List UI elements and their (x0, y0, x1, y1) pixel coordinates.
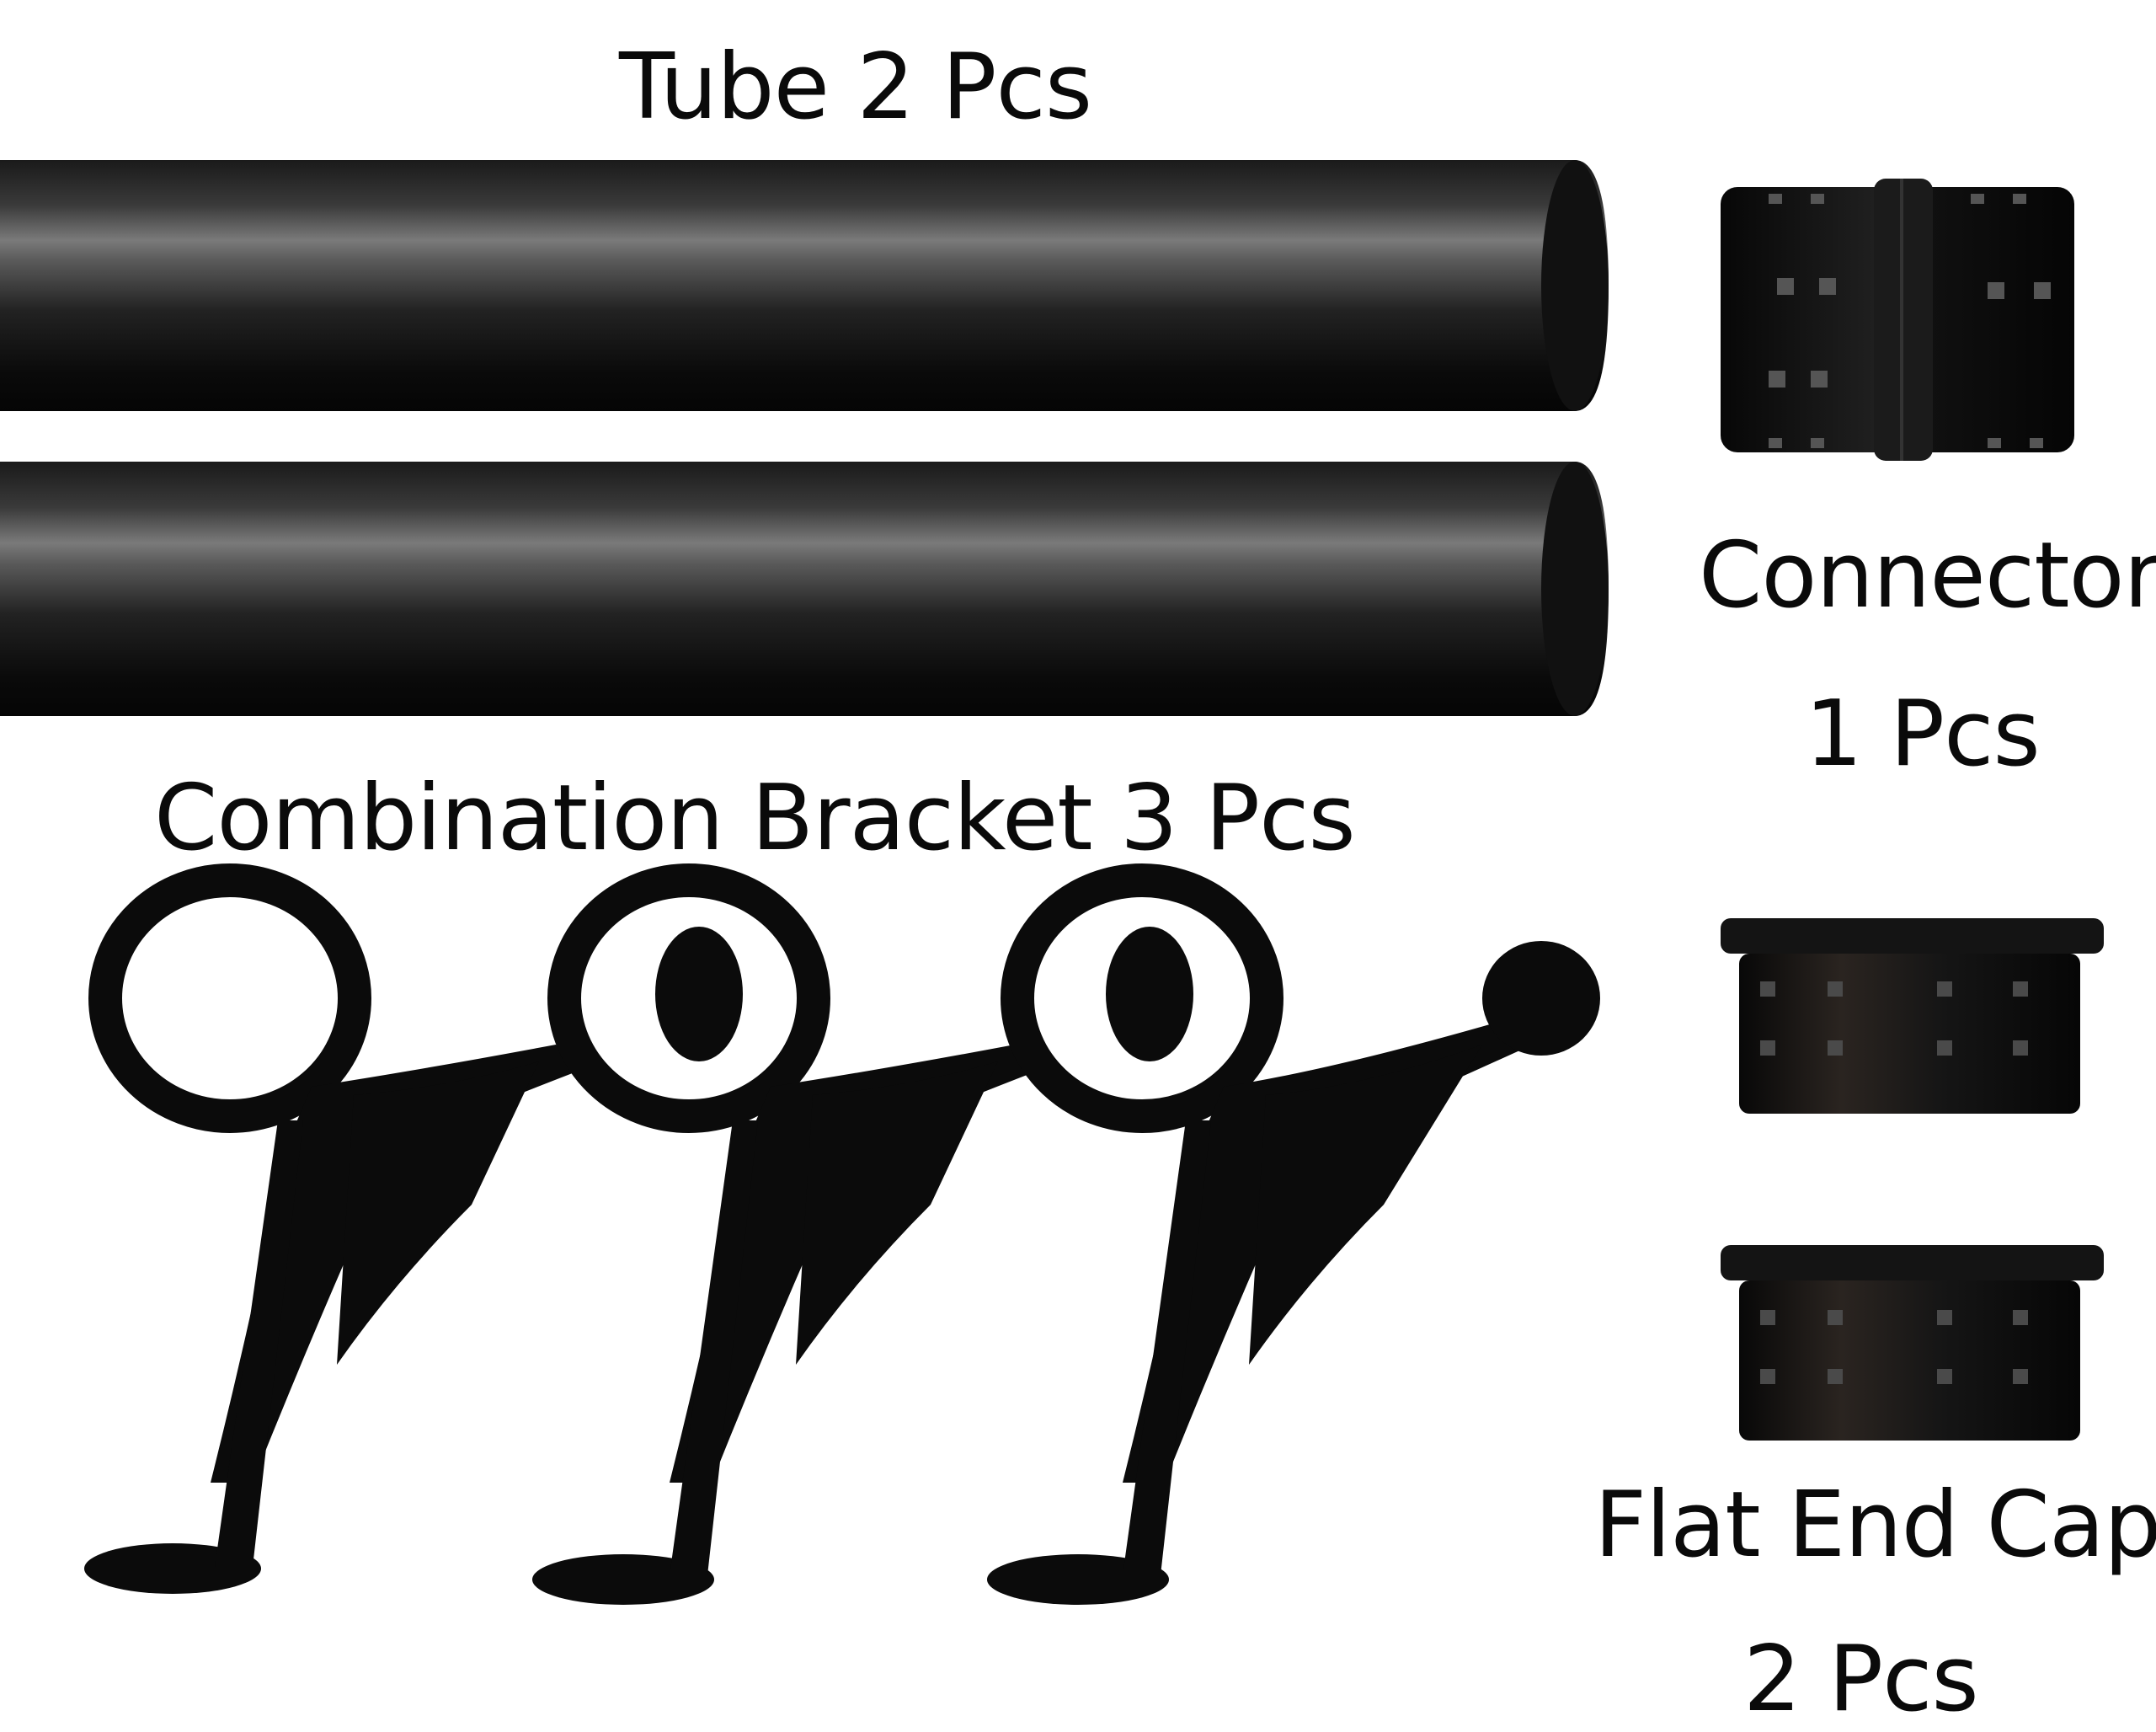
tube-label: Tube 2 Pcs (619, 35, 1092, 140)
bracket-1 (84, 863, 581, 1594)
end-caps-quantity-label: 2 Pcs (1743, 1627, 1979, 1732)
connector-label: Connector (1699, 523, 2156, 628)
connector-quantity-label: 1 Pcs (1805, 682, 2041, 787)
bracket-3 (987, 863, 1600, 1605)
bracket-label: Combination Bracket 3 Pcs (154, 766, 1356, 871)
bracket-2 (532, 863, 1040, 1605)
end-caps-label: Flat End Caps (1594, 1473, 2156, 1578)
end-cap-top (1721, 918, 2104, 1114)
tube-bottom (0, 462, 1609, 716)
connector-part (1721, 179, 2074, 461)
tube-top (0, 160, 1609, 411)
end-cap-bottom (1721, 1245, 2104, 1441)
